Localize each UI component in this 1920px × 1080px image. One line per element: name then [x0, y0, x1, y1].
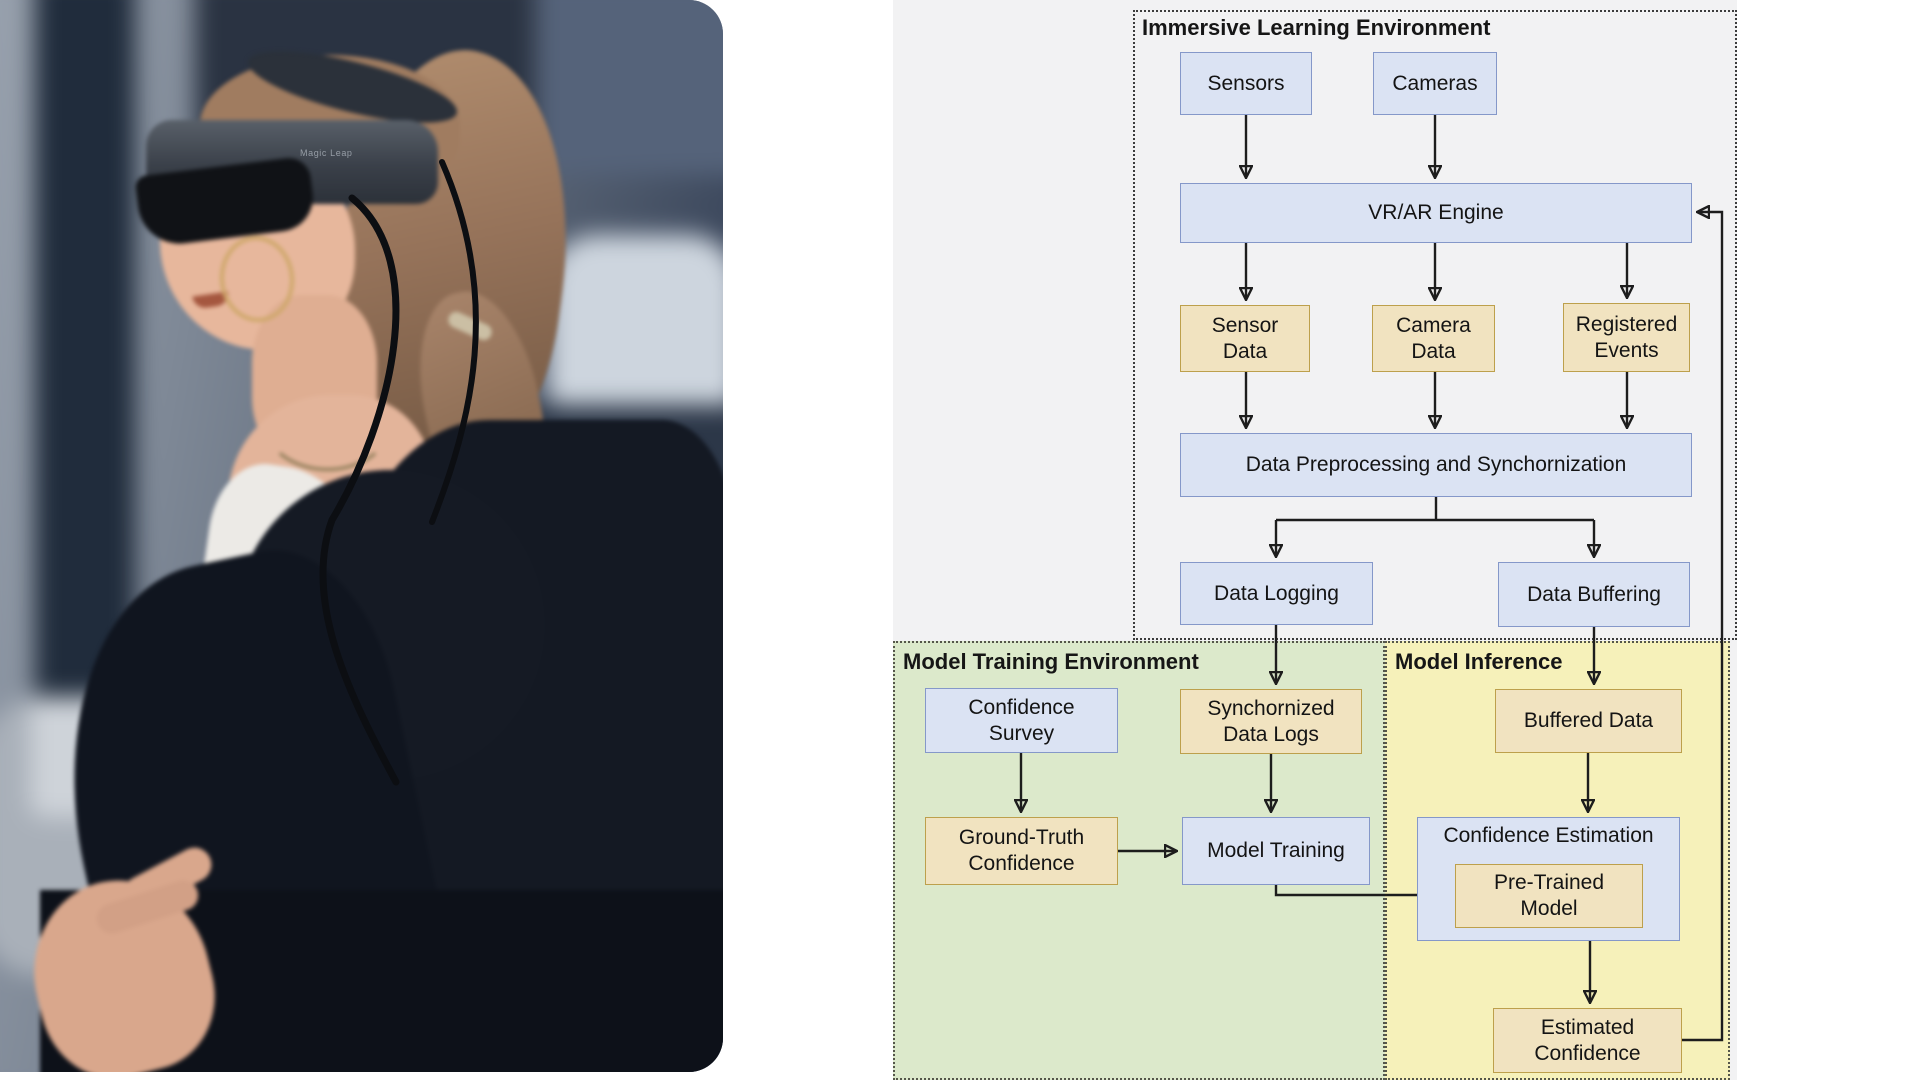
node-data-logging: Data Logging: [1180, 562, 1373, 625]
node-data-preprocessing: Data Preprocessing and Synchornization: [1180, 433, 1692, 497]
node-buffered-data: Buffered Data: [1495, 689, 1682, 753]
section-title-immersive-learning-environment: Immersive Learning Environment: [1142, 15, 1491, 40]
node-sensor-data: Sensor Data: [1180, 305, 1310, 372]
headset-cable: [319, 159, 479, 786]
node-cameras: Cameras: [1373, 52, 1497, 115]
section-title-model-training-environment: Model Training Environment: [903, 649, 1199, 674]
node-ground-truth-confidence: Ground-Truth Confidence: [925, 817, 1118, 885]
node-estimated-confidence: Estimated Confidence: [1493, 1008, 1682, 1073]
headset-brand-label: Magic Leap: [300, 148, 353, 158]
node-pre-trained-model: Pre-Trained Model: [1455, 864, 1643, 928]
node-synchornized-data-logs: Synchornized Data Logs: [1180, 689, 1362, 754]
photo-subject: [0, 0, 723, 1072]
node-model-training: Model Training: [1182, 817, 1370, 885]
node-vr-ar-engine: VR/AR Engine: [1180, 183, 1692, 243]
section-title-model-inference: Model Inference: [1395, 649, 1563, 674]
necklace: [262, 370, 393, 471]
node-camera-data: Camera Data: [1372, 305, 1495, 372]
immersive-learning-environment-region: [1133, 10, 1737, 640]
headset-photo: Magic Leap: [0, 0, 723, 1072]
node-registered-events: Registered Events: [1563, 303, 1690, 372]
node-sensors: Sensors: [1180, 52, 1312, 115]
node-data-buffering: Data Buffering: [1498, 562, 1690, 627]
node-confidence-survey: Confidence Survey: [925, 688, 1118, 753]
